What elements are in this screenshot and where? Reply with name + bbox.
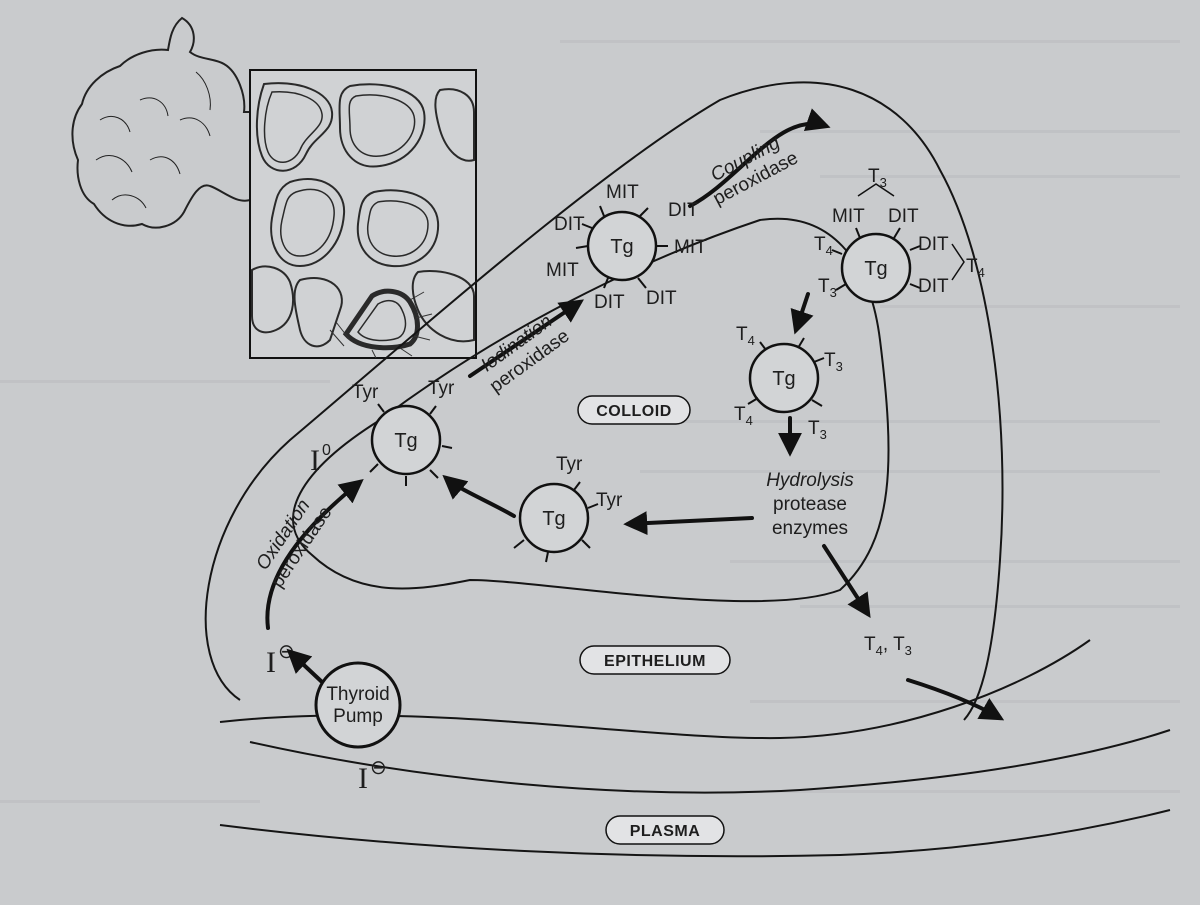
background-page-texture [0, 40, 1180, 803]
t4-label: T4 [966, 256, 985, 280]
colloid-label: COLLOID [596, 403, 672, 420]
iodide-cell: I ⊖ [266, 641, 295, 679]
mit-label: MIT [674, 237, 707, 258]
tg-recycle-arrow [442, 474, 516, 518]
t4-label: T4 [736, 324, 755, 348]
thyroglobulin-recycled: Tg Tyr Tyr [513, 454, 623, 563]
epithelium-label-group: EPITHELIUM [579, 645, 731, 675]
oxidation-step-label: Oxidation peroxidase [252, 496, 336, 592]
dit-label: DIT [918, 276, 949, 297]
t3-label: T3 [868, 166, 887, 190]
thyroglobulin-tyr: Tg Tyr Tyr [352, 378, 455, 486]
release-arrow [822, 544, 871, 619]
tg-label: Tg [772, 368, 795, 390]
plasma-label: PLASMA [630, 823, 701, 840]
pump-label-line1: Thyroid [326, 684, 389, 705]
released-hormones-label: T4, T3 [864, 634, 912, 658]
t3-label: T3 [824, 350, 843, 374]
iodide-plasma-symbol: I [358, 762, 368, 795]
iodide-cell-symbol: I [266, 646, 276, 679]
t4-label: T4 [814, 234, 833, 258]
tyr-label: Tyr [352, 382, 379, 403]
tyr-label: Tyr [428, 378, 455, 399]
hydrolysis-step-label: Hydrolysis protease enzymes [766, 470, 854, 539]
thyroid-gland-sketch [71, 16, 251, 229]
thyroglobulin-coupled: Tg T3 MIT DIT T4 DIT T3 DIT T4 [814, 166, 985, 304]
pump-label-line2: Pump [333, 706, 383, 727]
tg-label: Tg [394, 430, 417, 452]
thyroid-pump: Thyroid Pump [314, 661, 402, 749]
pathway-arrows [265, 108, 1005, 721]
hydrolysis-text: Hydrolysis [766, 470, 854, 491]
colloid-label-group: COLLOID [577, 395, 691, 425]
dit-label: DIT [594, 292, 625, 313]
elemental-iodine-charge: 0 [322, 442, 331, 459]
secretion-arrow [906, 678, 1005, 721]
dit-label: DIT [646, 288, 677, 309]
dit-label: DIT [554, 214, 585, 235]
protease-text: protease [773, 494, 847, 515]
iodide-plasma-charge: ⊖ [370, 757, 387, 779]
iodination-arrow [468, 299, 584, 378]
tg-label: Tg [542, 508, 565, 530]
coupling-arrow [688, 108, 831, 208]
mit-label: MIT [546, 260, 579, 281]
mit-label: MIT [832, 206, 865, 227]
dit-label: DIT [668, 200, 699, 221]
plasma-label-group: PLASMA [605, 815, 725, 845]
mit-label: MIT [606, 182, 639, 203]
dit-label: DIT [918, 234, 949, 255]
enzymes-text: enzymes [772, 518, 848, 539]
elemental-iodine-symbol: I [310, 444, 320, 477]
plasma-lower-membrane-1 [249, 729, 1171, 794]
tg-label: Tg [610, 236, 633, 258]
coupling-step-label: Coupling peroxidase [707, 132, 801, 210]
endocytosis-arrow [790, 292, 814, 335]
follicle-micrograph-inset [249, 69, 477, 359]
t3-label: T3 [808, 418, 827, 442]
thyroglobulin-endocytosed: Tg T4 T3 T4 T3 [734, 324, 843, 442]
pump-to-iodide-arrow [286, 648, 324, 684]
iodination-step-label: Iodination peroxidase [477, 311, 573, 397]
iodide-plasma: I ⊖ [358, 757, 387, 795]
t3-label: T3 [818, 276, 837, 300]
epithelium-outer-membrane [204, 81, 1004, 721]
dit-label: DIT [888, 206, 919, 227]
tyr-label: Tyr [596, 490, 623, 511]
tyr-label: Tyr [556, 454, 583, 475]
to-recycled-tg-arrow [623, 511, 754, 536]
epithelium-label: EPITHELIUM [604, 653, 706, 670]
elemental-iodine: I 0 [310, 442, 331, 477]
t4-label: T4 [734, 404, 753, 428]
oxidation-arrow [265, 479, 364, 630]
thyroglobulin-mit-dit: Tg MIT DIT DIT MIT MIT DIT DIT [546, 182, 707, 313]
plasma-lower-membrane-2 [219, 809, 1171, 858]
tg-label: Tg [864, 258, 887, 280]
